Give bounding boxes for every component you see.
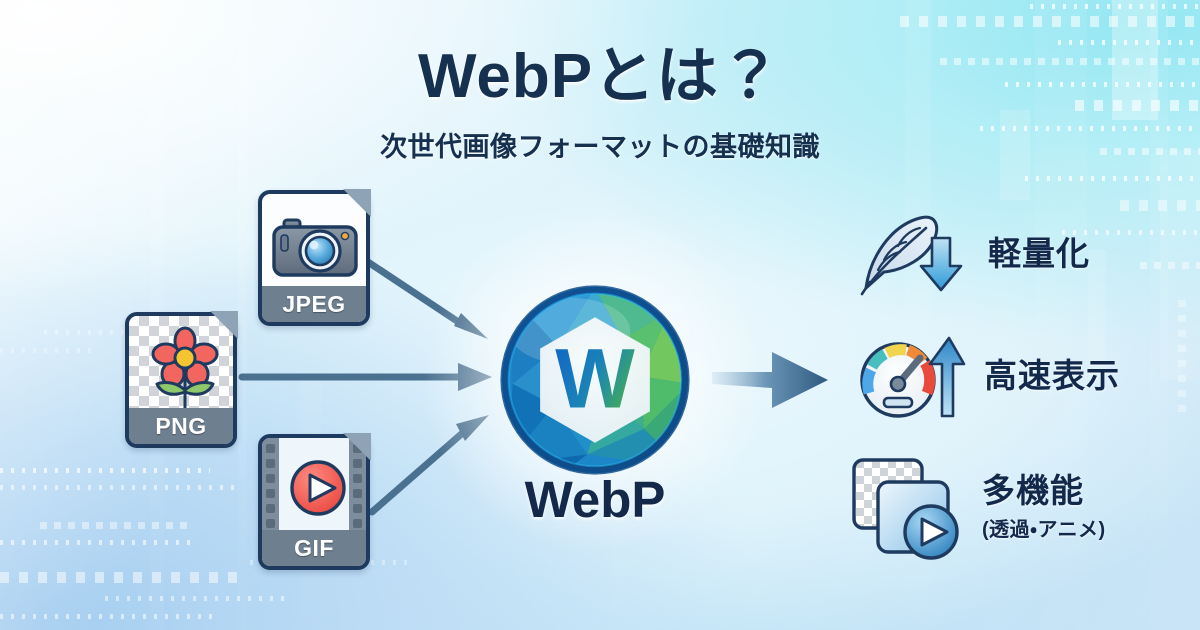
film-sprocket-right: [349, 438, 366, 530]
benefit-sublabel: (透過・アニメ): [982, 518, 1106, 541]
film-sprocket-left: [262, 438, 279, 530]
format-card-jpeg[interactable]: JPEG: [258, 189, 371, 326]
format-card-png[interactable]: PNG: [125, 311, 238, 448]
feather-down-arrow-icon: [854, 208, 970, 300]
card-artwork: [129, 316, 233, 408]
format-card-label: JPEG: [262, 286, 366, 322]
card-body: PNG: [125, 312, 237, 448]
benefit-lightweight[interactable]: 軽量化: [854, 208, 1090, 300]
benefit-multifunction[interactable]: 多機能 (透過・アニメ): [848, 452, 1106, 562]
webp-gem-sphere-icon: W: [500, 285, 690, 475]
benefit-label: 軽量化: [988, 235, 1090, 273]
card-artwork: [262, 438, 366, 530]
webp-logo: W: [421, 206, 769, 554]
format-card-gif[interactable]: GIF: [258, 433, 371, 570]
card-body: GIF: [258, 434, 370, 570]
benefit-text: 軽量化: [988, 235, 1090, 273]
webp-logo-letter: W: [555, 331, 635, 425]
benefit-label: 多機能: [982, 472, 1084, 510]
card-body: JPEG: [258, 190, 370, 326]
play-button-icon: [290, 460, 346, 516]
layers-play-icon: [848, 452, 964, 562]
benefit-text: 多機能 (透過・アニメ): [982, 472, 1106, 542]
format-card-label: GIF: [262, 530, 366, 566]
benefit-fast-display[interactable]: 高速表示: [850, 330, 1120, 422]
benefit-text: 高速表示: [984, 357, 1120, 395]
benefit-label: 高速表示: [984, 357, 1120, 395]
flower-icon: [151, 326, 219, 408]
speed-gauge-up-arrow-icon: [850, 330, 966, 422]
card-artwork: [262, 194, 366, 286]
webp-logo-label: WebP: [524, 471, 666, 528]
camera-icon: [272, 218, 358, 277]
format-card-label: PNG: [129, 408, 233, 444]
